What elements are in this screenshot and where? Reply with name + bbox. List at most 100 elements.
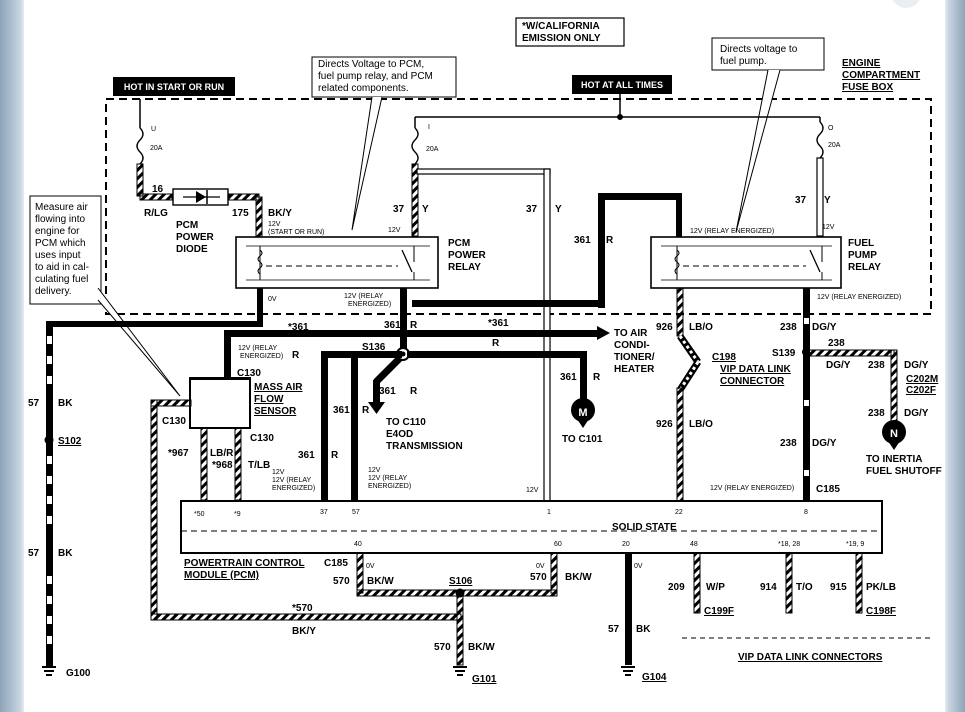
fuse-o: O 20A — [816, 121, 841, 159]
wire-bky-top: BK/Y — [268, 208, 292, 219]
wire-bkw-a: BK/W — [367, 576, 394, 587]
fuel-relay-label-1: FUEL — [848, 238, 874, 249]
maf-callout-line6: to aid in cal- — [35, 262, 89, 273]
wire-37-c: 37 — [795, 195, 807, 206]
v12-pin57-c: ENERGIZED) — [368, 483, 411, 490]
wire-y-b: Y — [555, 204, 562, 215]
wire-238-c: 238 — [828, 338, 845, 349]
pcm-relay-label-2: POWER — [448, 250, 487, 261]
wire-bkw-c: BK/W — [468, 642, 495, 653]
s102-label: S102 — [58, 436, 82, 447]
wire-57-left-b: 57 — [28, 548, 40, 559]
to-inertia-1: TO INERTIA — [866, 454, 922, 465]
pcm-callout-line1: Directs Voltage to PCM, — [318, 59, 424, 70]
pin-60: 60 — [554, 541, 562, 548]
window-frame-left — [0, 0, 24, 712]
wire-star361-maf: *361 — [288, 322, 309, 333]
wire-57-left-a: 57 — [28, 398, 40, 409]
wire-361-c101: 361 — [560, 372, 577, 383]
c185-left: C185 — [324, 558, 348, 569]
pcm-module: SOLID STATE *50 *9 37 57 1 22 8 40 60 20… — [180, 485, 883, 581]
wire-y-a: Y — [422, 204, 429, 215]
solid-state-label: SOLID STATE — [612, 522, 677, 533]
wire-570-a: 570 — [333, 576, 350, 587]
wire-914: 914 — [760, 582, 777, 593]
wire-dgy-a: DG/Y — [812, 322, 837, 333]
pcm-callout: Directs Voltage to PCM, fuel pump relay,… — [311, 56, 457, 231]
c202m-label: C202M — [906, 374, 938, 385]
wire-bk-g104: BK — [636, 624, 651, 635]
fuel-callout-line2: fuel pump. — [720, 56, 767, 67]
to-ac-4: HEATER — [614, 364, 655, 375]
v0-pcm-b: 0V — [536, 563, 545, 570]
wire-r-pin37: R — [331, 450, 339, 461]
g101-label: G101 — [472, 674, 497, 685]
wire-r-c110: R — [410, 386, 418, 397]
v12-fuel-relay-energized-top: 12V (RELAY ENERGIZED) — [690, 228, 774, 235]
v12-maf-2: ENERGIZED) — [240, 353, 283, 360]
pcm-ground-s106: C185 0V 0V 0V 570 BK/W S106 570 BK/W 570… — [324, 552, 643, 685]
to-ac-1: TO AIR — [614, 328, 648, 339]
v12-relay-energized-pcm: 12V (RELAY ENERGIZED) — [710, 485, 794, 492]
fuse-u-rating: 20A — [150, 145, 163, 152]
pin-20: 20 — [622, 541, 630, 548]
g100-label: G100 — [66, 668, 91, 679]
s136-label: S136 — [362, 342, 386, 353]
wire-r-top: R — [606, 235, 614, 246]
wire-r-s136: R — [410, 320, 418, 331]
fuel-pump-relay: 37 Y 12V FUEL PUMP RELAY 12V (RELAY ENER… — [650, 157, 901, 301]
s136-splice: 361 R S136 *361 TO AIR CONDI- TIONER/ HE… — [224, 288, 655, 501]
diode-label-3: DIODE — [176, 244, 208, 255]
fuse-o-rating: 20A — [828, 142, 841, 149]
c198f-label: C198F — [866, 606, 896, 617]
pcm-module-label-1: POWERTRAIN CONTROL — [184, 558, 305, 569]
fuel-relay-label-2: PUMP — [848, 250, 877, 261]
v12-relay-energized-a1: 12V (RELAY — [344, 293, 383, 300]
wire-926-top: 926 — [656, 322, 673, 333]
wire-361-s136: 361 — [384, 320, 401, 331]
diode-label-1: PCM — [176, 220, 198, 231]
hot-start-run-text: HOT IN START OR RUN — [124, 82, 224, 92]
wire-57-g104: 57 — [608, 624, 620, 635]
vip-connector-1: VIP DATA LINK — [720, 364, 792, 375]
maf-callout-line4: PCM which — [35, 238, 86, 249]
wire-175: 175 — [232, 208, 249, 219]
to-c110-1: TO C110 — [386, 417, 426, 428]
diode-label-2: POWER — [176, 232, 215, 243]
wire-dgy-b: DG/Y — [812, 438, 837, 449]
v12-pin57-b: 12V (RELAY — [368, 475, 407, 482]
wire-bk-left-a: BK — [58, 398, 73, 409]
california-note-line2: EMISSION ONLY — [522, 33, 601, 44]
connector-m: M — [578, 407, 587, 419]
wire-dgy-e: DG/Y — [904, 408, 929, 419]
v12-pin37-b: 12V (RELAY — [272, 477, 311, 484]
fuse-i: I 20A — [411, 124, 439, 165]
wire-star361-ac: *361 — [488, 318, 509, 329]
wire-to: T/O — [796, 582, 813, 593]
wire-pklb: PK/LB — [866, 582, 896, 593]
maf-callout-line8: delivery. — [35, 286, 72, 297]
wire-238-a: 238 — [780, 322, 797, 333]
wire-rlg: R/LG — [144, 208, 168, 219]
to-ac-2: CONDI- — [614, 340, 650, 351]
maf-callout-line1: Measure air — [35, 202, 88, 213]
maf-label-2: FLOW — [254, 394, 284, 405]
wire-bk-left-b: BK — [58, 548, 73, 559]
wire-915: 915 — [830, 582, 847, 593]
to-c101-label: TO C101 — [562, 434, 603, 445]
wire-37-b: 37 — [526, 204, 538, 215]
s139-label: S139 — [772, 348, 796, 359]
c199f-label: C199F — [704, 606, 734, 617]
maf-label-1: MASS AIR — [254, 382, 303, 393]
diode-circuit: 16 R/LG PCM POWER DIODE 175 BK/Y 12V (ST… — [136, 163, 324, 255]
fuse-u: U 20A — [136, 126, 163, 165]
c198-label: C198 — [712, 352, 736, 363]
power-bus — [139, 94, 821, 128]
hot-all-times-label: HOT AT ALL TIMES — [572, 75, 672, 94]
v12-relay-in: 12V — [388, 227, 401, 234]
wire-dgy-d: DG/Y — [904, 360, 929, 371]
wire-r-c101b: R — [593, 372, 601, 383]
to-inertia-2: FUEL SHUTOFF — [866, 466, 942, 477]
ground-left-bk: 57 BK S102 57 BK — [28, 288, 263, 666]
